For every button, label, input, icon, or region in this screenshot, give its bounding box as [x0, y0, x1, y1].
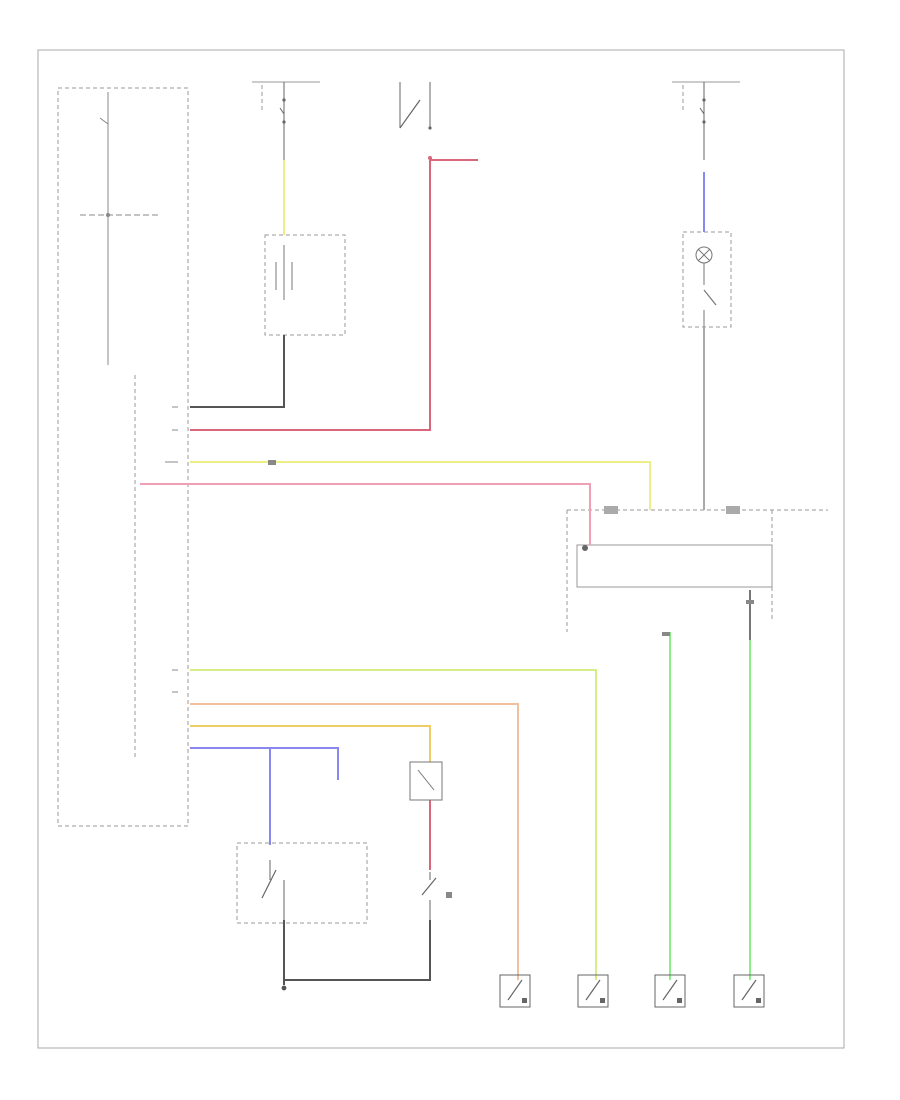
seat-belt-switch — [421, 872, 452, 920]
passenger-control-module — [566, 506, 828, 632]
left-control-module — [57, 87, 189, 827]
door-switch-front-left — [577, 974, 609, 1008]
fuse-box-left — [252, 81, 320, 160]
wire-yellow-long — [190, 461, 651, 510]
wire-yellow-lock — [190, 725, 431, 762]
door-switch-rear-right — [733, 974, 765, 1008]
fuse-box-right — [672, 81, 740, 160]
interior-light-assembly — [264, 234, 346, 336]
door-switch-front-right — [654, 974, 686, 1008]
door-switch-rear-left — [499, 974, 531, 1008]
wire-pink-long — [140, 483, 591, 545]
wire-blue-key — [190, 747, 339, 780]
courtesy-switch — [399, 82, 432, 160]
wire-red-courtesy — [190, 160, 431, 431]
connector-icon — [268, 460, 754, 636]
right-lamp-module — [682, 231, 732, 328]
left-module-pins — [165, 406, 178, 693]
wire-black-lamp — [190, 335, 285, 408]
door-lock-switch — [409, 761, 443, 801]
ground-icon — [281, 985, 287, 991]
wire-black-return — [284, 920, 431, 981]
diagram-frame — [37, 49, 845, 1049]
wire-orange-door — [190, 703, 519, 980]
key-switch-assembly — [236, 842, 368, 924]
wire-yelgrn-door — [190, 669, 597, 980]
